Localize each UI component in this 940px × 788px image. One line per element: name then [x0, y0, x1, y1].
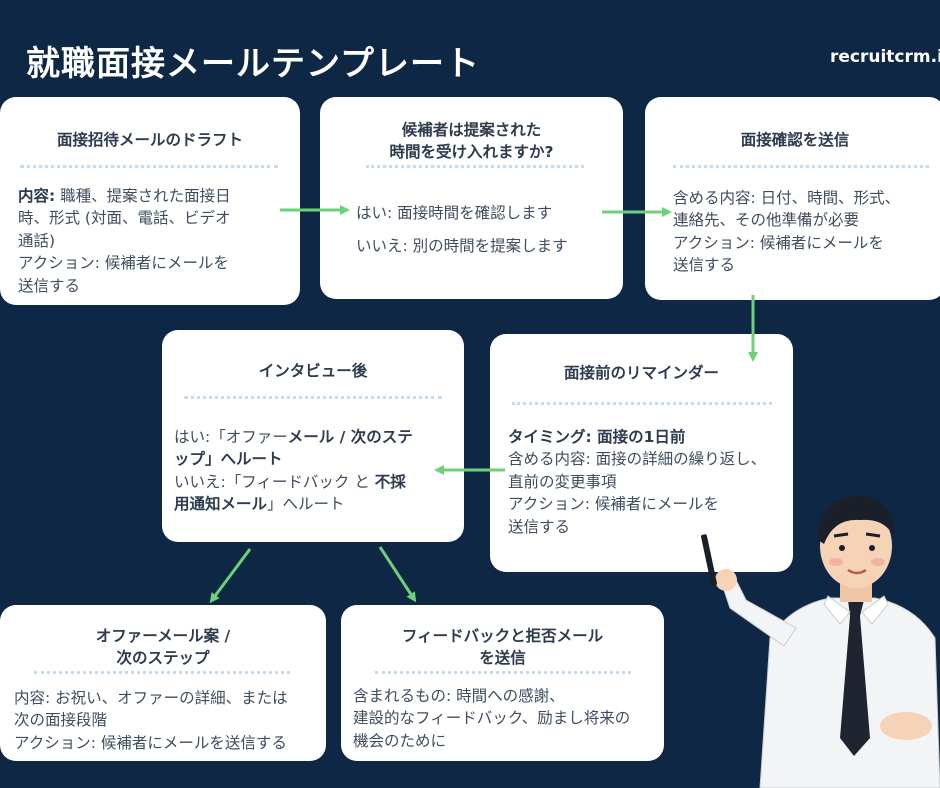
card-body: タイミング: 面接の1日前 含める内容: 面接の詳細の繰り返し、 直前の変更事項… [508, 428, 767, 536]
brand-logo: recruitcrm.io [830, 47, 940, 67]
dotted-divider [366, 165, 584, 168]
card-title: インタビュー後 [258, 362, 368, 380]
dotted-divider [375, 671, 631, 674]
page-title: 就職面接メールテンプレート [26, 44, 480, 84]
card-pre-interview-reminder: 面接前のリマインダー タイミング: 面接の1日前 含める内容: 面接の詳細の繰り… [490, 334, 793, 572]
dotted-divider [184, 396, 442, 399]
card-offer-email: オファーメール案 /次のステップ 内容: お祝い、オファーの詳細、または 次の面… [0, 605, 326, 761]
card-after-interview: インタビュー後 はい:「オファーメール / 次のステ ップ」へルート いいえ:「… [162, 330, 464, 542]
card-title: フィードバックと拒否メールを送信 [401, 627, 604, 668]
card-title: 面接確認を送信 [740, 131, 850, 149]
presenter-illustration [701, 496, 940, 788]
dotted-divider [20, 165, 278, 168]
card-body: はい: 面接時間を確認します いいえ: 別の時間を提案します [356, 204, 568, 256]
dotted-divider [512, 402, 772, 405]
arrow-after-to-feedback [378, 546, 417, 603]
dotted-divider [673, 165, 929, 168]
card-body: はい:「オファーメール / 次のステ ップ」へルート いいえ:「フィードバック … [174, 428, 413, 514]
card-feedback-rejection: フィードバックと拒否メールを送信 含まれるもの: 時間への感謝、 建設的なフィー… [341, 605, 664, 761]
card-body: 内容: お祝い、オファーの詳細、または 次の面接段階 アクション: 候補者にメー… [14, 689, 288, 752]
card-title: オファーメール案 /次のステップ [95, 627, 231, 668]
card-body: 含める内容: 日付、時間、形式、 連絡先、その他準備が必要 アクション: 候補者… [673, 189, 901, 275]
card-body: 含まれるもの: 時間への感謝、 建設的なフィードバック、励まし将来の 機会のため… [353, 687, 631, 750]
card-title: 面接前のリマインダー [563, 364, 719, 382]
card-draft-invite: 面接招待メールのドラフト 内容: 職種、提案された面接日 時、形式 (対面、電話… [0, 97, 300, 305]
dotted-divider [34, 671, 290, 674]
card-title: 候補者は提案された時間を受け入れますか? [389, 121, 554, 162]
card-send-confirmation: 面接確認を送信 含める内容: 日付、時間、形式、 連絡先、その他準備が必要 アク… [645, 97, 940, 300]
card-accept-time: 候補者は提案された時間を受け入れますか? はい: 面接時間を確認します いいえ:… [320, 97, 623, 299]
card-body: 内容: 職種、提案された面接日 時、形式 (対面、電話、ビデオ 通話) アクショ… [18, 187, 231, 295]
arrow-after-to-offer [209, 548, 252, 604]
card-title: 面接招待メールのドラフト [56, 131, 243, 149]
